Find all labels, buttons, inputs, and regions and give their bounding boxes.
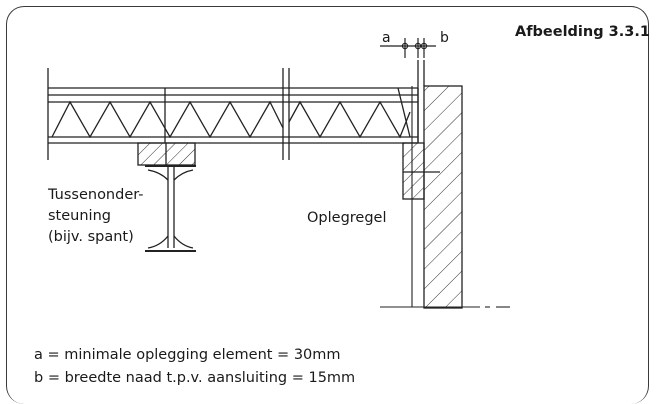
support-label-line3: (bijv. spant) <box>48 229 134 245</box>
legend-a: a = minimale oplegging element = 30mm <box>34 347 341 363</box>
figure-frame <box>6 6 649 404</box>
figure-title: Afbeelding 3.3.1 <box>515 24 650 40</box>
ledger-label: Oplegregel <box>307 210 387 226</box>
legend-b: b = breedte naad t.p.v. aansluiting = 15… <box>34 370 355 386</box>
dimension-a-label: a <box>382 30 391 46</box>
intermediate-support <box>137 142 196 252</box>
wall <box>380 60 510 309</box>
dimension-ab <box>380 38 436 58</box>
support-label-line1: Tussenonder- <box>47 187 144 203</box>
support-label-line2: steuning <box>48 208 111 224</box>
dimension-b-label: b <box>440 30 449 46</box>
roof-element <box>47 68 419 160</box>
